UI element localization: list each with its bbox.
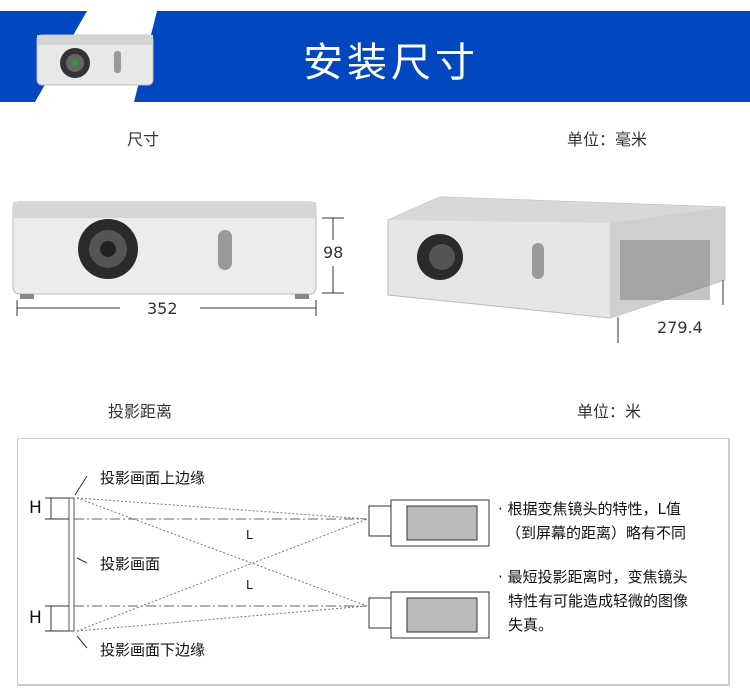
note-image-distortion: · 最短投影距离时，变焦镜头 特性有可能造成轻微的图像 失真。 [498,565,688,637]
projection-diagram [17,438,730,686]
h-label-bottom: H [29,608,42,628]
h-label-top: H [29,498,42,518]
projector-top-drawing [368,499,490,547]
projector-front-image [12,201,344,316]
note-line: 特性有可能造成轻微的图像 [508,592,689,610]
projector-angled-image [387,196,726,343]
projector-bottom-drawing [368,591,490,639]
depth-dimension: 279.4 [657,318,703,337]
l-label-bottom: L [246,578,253,592]
width-dimension: 352 [147,299,178,318]
screen-top-edge-label: 投影画面上边缘 [100,469,206,487]
note-line: · 最短投影距离时，变焦镜头 [498,568,688,586]
note-zoom-lens-distance: · 根据变焦镜头的特性，L值 （到屏幕的距离）略有不同 [498,497,686,545]
l-label-top: L [246,528,253,542]
note-line: · 根据变焦镜头的特性，L值 [498,500,681,518]
dimensions-unit: 单位：毫米 [567,130,648,149]
projection-distance-label: 投影距离 [108,402,173,421]
projection-lines [45,475,490,649]
page-title: 安装尺寸 [303,40,479,86]
screen-bottom-edge-label: 投影画面下边缘 [100,641,206,659]
banner-projector-image [35,11,157,102]
note-line: （到屏幕的距离）略有不同 [506,524,687,542]
screen-label: 投影画面 [100,555,161,573]
dimensions-label: 尺寸 [127,130,160,149]
projection-unit: 单位：米 [577,402,642,421]
note-line: 失真。 [508,616,554,634]
height-dimension: 98 [323,243,344,262]
